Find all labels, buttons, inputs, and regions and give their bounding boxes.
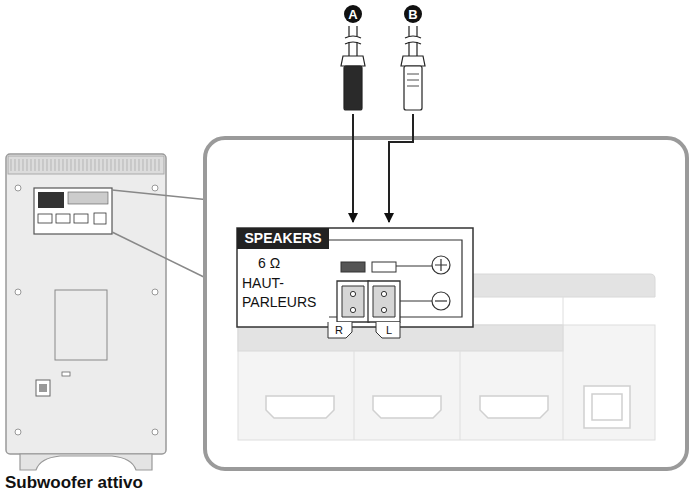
callout-badge	[404, 5, 422, 23]
callout-badge	[344, 5, 362, 23]
channel-label: R	[335, 325, 343, 336]
channel-label: L	[386, 325, 392, 336]
panel-heading: SPEAKERS	[237, 228, 329, 249]
terminal-panel: SPEAKERS 6 Ω HAUT- PARLEURS	[237, 228, 329, 327]
caption: Subwoofer attivo	[5, 474, 143, 491]
speaker-cables	[341, 26, 425, 222]
subwoofer-body	[6, 154, 210, 470]
back-panel	[238, 274, 655, 440]
impedance-label: 6 Ω	[258, 254, 318, 272]
minus-symbol	[432, 292, 450, 310]
speaker-terminal-panel	[237, 228, 473, 338]
panel-label: HAUT- PARLEURS	[242, 274, 326, 312]
callout-letter: A	[348, 8, 357, 21]
zoom-frame	[205, 138, 687, 469]
plus-symbol	[432, 256, 450, 274]
callout-letter: B	[408, 8, 417, 21]
